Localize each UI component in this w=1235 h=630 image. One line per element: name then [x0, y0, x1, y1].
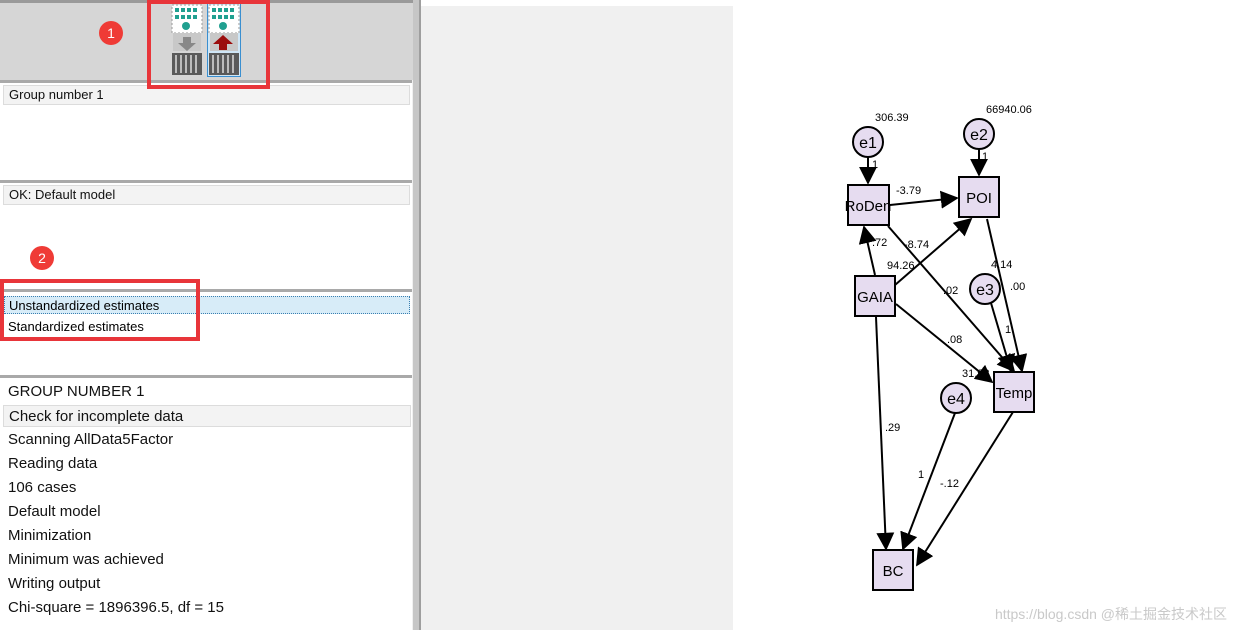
- log-line: Minimization: [8, 527, 92, 544]
- splitter[interactable]: [413, 0, 419, 630]
- poi-node[interactable]: POI: [958, 176, 1000, 218]
- poi-temp-weight-2: .00: [1010, 281, 1025, 293]
- input-diagram-icon: [171, 4, 203, 75]
- group-item[interactable]: Group number 1: [3, 85, 410, 105]
- watermark: https://blog.csdn @稀土掘金技术社区: [994, 606, 1227, 622]
- view-input-path-diagram-button[interactable]: [170, 3, 204, 77]
- standardized-estimates-item[interactable]: Standardized estimates: [8, 319, 144, 334]
- svg-text:e3: e3: [976, 282, 994, 299]
- model-item[interactable]: OK: Default model: [3, 185, 410, 205]
- svg-text:RoDen: RoDen: [845, 198, 892, 215]
- log-line: Minimum was achieved: [8, 551, 164, 568]
- gaia-roden-weight: .72: [872, 237, 887, 249]
- e2-poi-weight: 1: [982, 151, 988, 163]
- log-line: GROUP NUMBER 1: [8, 383, 145, 400]
- left-panel: 1: [0, 0, 415, 630]
- gaia-temp-weight: .08: [947, 334, 962, 346]
- svg-text:e1: e1: [859, 135, 877, 152]
- e1-node[interactable]: e1: [852, 126, 884, 158]
- e4-node[interactable]: e4: [940, 382, 972, 414]
- gaia-poi-weight: -8.74: [904, 239, 929, 251]
- temp-node[interactable]: Temp: [993, 371, 1035, 413]
- view-output-path-diagram-button[interactable]: [207, 3, 241, 77]
- log-line: 106 cases: [8, 479, 77, 496]
- poi-temp-weight: 4.14: [991, 259, 1012, 271]
- temp-intercept-label: 31.92: [962, 368, 990, 380]
- diagram-arrows: [858, 149, 1028, 567]
- e1-variance-label: 306.39: [875, 112, 909, 124]
- output-diagram-icon: [208, 4, 240, 75]
- svg-text:BC: BC: [883, 563, 904, 580]
- svg-text:e4: e4: [947, 391, 965, 408]
- e2-variance-label: 66940.06: [986, 104, 1032, 116]
- svg-text:GAIA: GAIA: [857, 289, 893, 306]
- e3-node[interactable]: e3: [969, 273, 1001, 305]
- log-line: Writing output: [8, 575, 101, 592]
- e3-temp-weight: 1: [1005, 324, 1011, 336]
- path-diagram-canvas[interactable]: e1 e2 e3 e4 RoDen POI GAIA Temp: [421, 0, 1235, 630]
- toolbar: 1: [0, 0, 415, 80]
- svg-text:Temp: Temp: [996, 385, 1033, 402]
- log-panel: GROUP NUMBER 1 Check for incomplete data…: [0, 375, 412, 630]
- roden-temp-weight: .02: [943, 285, 958, 297]
- svg-text:e2: e2: [970, 127, 988, 144]
- callout-box-toolbar: [147, 0, 270, 89]
- svg-text:POI: POI: [966, 190, 992, 207]
- log-line: Default model: [8, 503, 101, 520]
- models-panel: OK: Default model: [0, 180, 412, 289]
- gaia-bc-weight: .29: [885, 422, 900, 434]
- temp-bc-weight: -.12: [940, 478, 959, 490]
- log-line: Reading data: [8, 455, 98, 472]
- callout-badge-2: 2: [30, 246, 54, 270]
- canvas-background: [421, 6, 733, 630]
- bc-node[interactable]: BC: [872, 549, 914, 591]
- callout-box-estimates: [0, 279, 200, 341]
- splitter-edge: [419, 0, 421, 630]
- log-line: Scanning AllData5Factor: [8, 431, 174, 448]
- groups-panel: Group number 1: [0, 80, 412, 180]
- gaia-node[interactable]: GAIA: [854, 275, 896, 317]
- estimates-panel: Unstandardized estimates Standardized es…: [0, 289, 412, 375]
- callout-badge-1: 1: [99, 21, 123, 45]
- roden-poi-weight: -3.79: [896, 185, 921, 197]
- estimate-labels: 306.39 66940.06 1 1 -3.79 .72 -8.74 94.2…: [872, 104, 1032, 490]
- e4-bc-weight: 1: [918, 469, 924, 481]
- unstandardized-estimates-item[interactable]: Unstandardized estimates: [4, 296, 410, 314]
- e1-roden-weight: 1: [872, 159, 878, 171]
- e2-node[interactable]: e2: [963, 118, 995, 150]
- log-line: Chi-square = 1896396.5, df = 15: [8, 599, 224, 616]
- roden-node[interactable]: RoDen: [845, 184, 892, 226]
- log-line-highlighted: Check for incomplete data: [3, 405, 411, 427]
- gaia-variance-label: 94.26: [887, 260, 915, 272]
- path-diagram: e1 e2 e3 e4 RoDen POI GAIA Temp: [845, 104, 1035, 591]
